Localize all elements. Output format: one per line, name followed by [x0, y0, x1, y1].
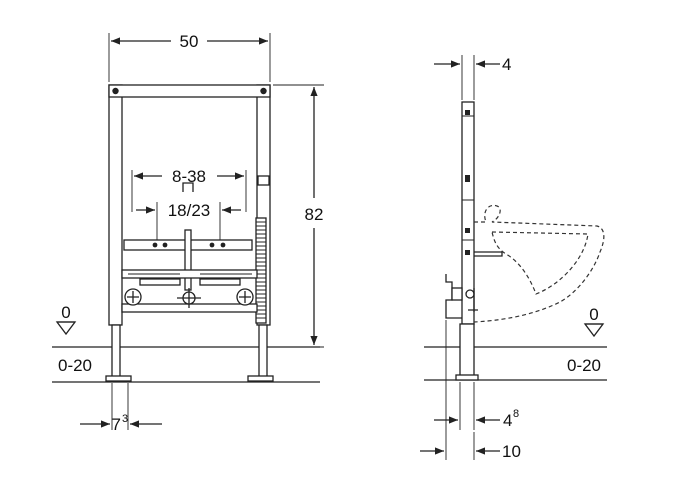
- front-floor-range-label: 0-20: [58, 356, 92, 375]
- front-floor-lines: [52, 346, 320, 383]
- depth-label: 4: [502, 55, 511, 74]
- front-floor-level-symbol: [55, 321, 77, 336]
- front-view: 50 82 8-38 18/23 0 0-20: [52, 32, 324, 434]
- bidet-bowl-outline: [491, 231, 589, 295]
- dimension-range: [131, 170, 247, 212]
- side-view: 4 0 0-20 4 8 10: [420, 55, 607, 461]
- dimension-foot: [80, 383, 162, 430]
- foot-label-superscript: 3: [122, 413, 128, 425]
- side-floor-level-symbol: [583, 323, 605, 338]
- dimension-depth: [434, 55, 500, 100]
- side-bracket: [445, 251, 503, 319]
- range-label: 8-38: [172, 167, 206, 186]
- bottom-label: 4: [503, 411, 512, 430]
- dimension-bottom: [434, 382, 500, 430]
- side-floor-lines: [424, 346, 607, 381]
- dimension-total-depth: [420, 320, 500, 460]
- foot-label: 7: [112, 415, 121, 434]
- front-floor-level-label: 0: [61, 303, 70, 322]
- bottom-label-superscript: 8: [513, 408, 519, 420]
- width-label: 50: [180, 32, 199, 51]
- side-floor-level-label: 0: [589, 305, 598, 324]
- side-floor-range-label: 0-20: [567, 356, 601, 375]
- frame-uprights: [105, 84, 274, 382]
- dimension-height: [273, 84, 324, 348]
- dimension-spacing: [136, 202, 241, 240]
- height-label: 82: [305, 205, 324, 224]
- bidet-outline: [473, 204, 605, 323]
- side-frame-column: [455, 101, 479, 381]
- spacing-label: 18/23: [168, 201, 211, 220]
- total-depth-label: 10: [502, 442, 521, 461]
- dimension-width: [108, 33, 271, 82]
- mounting-assembly: [121, 182, 258, 313]
